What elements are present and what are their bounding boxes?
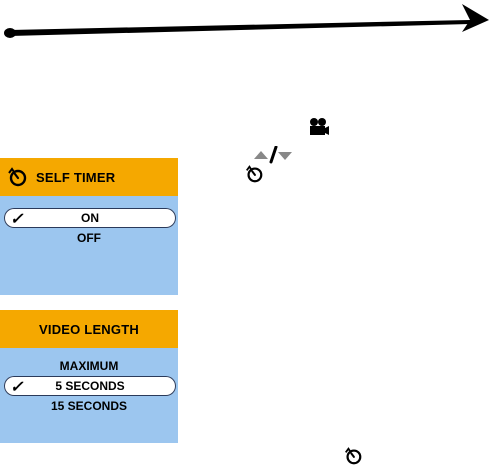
- up-down-arrows-icon: [254, 146, 292, 164]
- option-label: OFF: [77, 231, 101, 245]
- self-timer-title: SELF TIMER: [36, 169, 116, 185]
- check-icon: ✓: [10, 379, 24, 396]
- video-camera-icon: [310, 118, 329, 135]
- option-label: MAXIMUM: [59, 359, 119, 373]
- option-label: 15 SECONDS: [50, 399, 128, 413]
- self-timer-option-off[interactable]: OFF: [0, 228, 178, 248]
- self-timer-options: ✓ ON OFF: [0, 196, 178, 248]
- option-label: 5 SECONDS: [55, 379, 125, 393]
- video-length-title-bar: VIDEO LENGTH: [0, 310, 178, 348]
- option-label: ON: [81, 211, 99, 225]
- video-length-options: MAXIMUM ✓ 5 SECONDS 15 SECONDS: [0, 348, 178, 416]
- next-page-arrow-icon: [462, 4, 489, 32]
- self-timer-title-bar: SELF TIMER: [0, 158, 178, 196]
- video-length-menu: VIDEO LENGTH MAXIMUM ✓ 5 SECONDS 15 SECO…: [0, 310, 178, 443]
- video-length-option-maximum[interactable]: MAXIMUM: [0, 356, 178, 376]
- header-rule: [4, 4, 489, 38]
- video-length-option-15-seconds[interactable]: 15 SECONDS: [0, 396, 178, 416]
- self-timer-option-on[interactable]: ✓ ON: [4, 208, 176, 228]
- check-icon: ✓: [10, 211, 24, 228]
- video-length-title: VIDEO LENGTH: [39, 321, 139, 337]
- self-timer-icon: [8, 167, 27, 187]
- video-length-option-5-seconds[interactable]: ✓ 5 SECONDS: [4, 376, 176, 396]
- self-timer-icon: [345, 447, 362, 465]
- self-timer-menu: SELF TIMER ✓ ON OFF: [0, 158, 178, 295]
- self-timer-icon: [246, 165, 263, 183]
